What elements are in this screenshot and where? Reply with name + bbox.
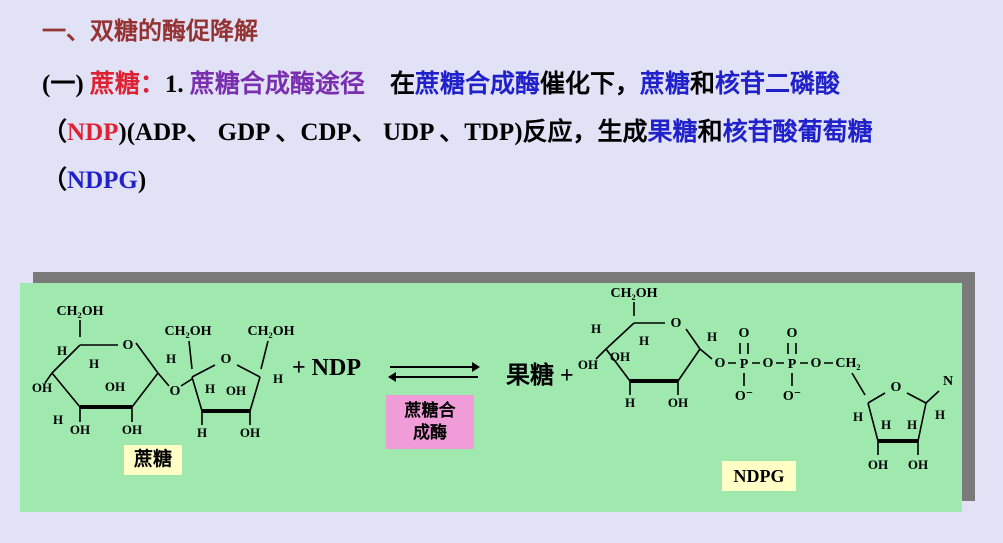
enzyme-name-line1: 蔗糖合	[404, 400, 456, 420]
atom-label-h: H	[197, 425, 207, 440]
term-sucrose-red: 蔗糖：	[89, 71, 165, 98]
atom-label-ring-o: O	[221, 352, 232, 367]
atom-label-h: H	[935, 407, 945, 422]
atom-label-h: H	[881, 417, 891, 432]
text-segment: 和	[690, 71, 716, 98]
text-segment: )(ADP、 GDP 、CDP、 UDP 、TDP)反应，生成	[118, 119, 648, 146]
atom-label-glycosidic-o: O	[170, 384, 181, 399]
ndpg-caption: NDPG	[722, 461, 796, 491]
atom-label-h: H	[57, 343, 67, 358]
body-line-3: （NDPG)	[42, 157, 985, 205]
sucrose-caption: 蔗糖	[124, 445, 182, 475]
term-ndp: NDP	[67, 119, 119, 146]
atom-label-oh: OH	[668, 395, 688, 410]
atom-label-h: H	[907, 417, 917, 432]
enzyme-label-box: 蔗糖合 成酶	[386, 395, 474, 449]
term-nucleoside-diphosphate: 核苷二磷酸	[715, 71, 841, 98]
ndpg-bonds	[595, 302, 940, 455]
atom-label-o: O	[739, 326, 750, 341]
sucrose-structure: CH₂OH O H H OH H OH H OH OH O CH₂OH CH₂O…	[32, 304, 295, 440]
enzyme-name-line2: 成酶	[413, 423, 447, 442]
atom-label-o: O	[811, 356, 822, 371]
atom-label-oh: OH	[610, 349, 630, 364]
atom-label-oh: OH	[122, 422, 142, 437]
term-sucrose: 蔗糖	[639, 71, 690, 98]
atom-label-h: H	[273, 371, 283, 386]
atom-label-o: O	[787, 326, 798, 341]
term-ndpg: NDPG	[67, 167, 138, 194]
term-sucrose-synthase: 蔗糖合成酶	[414, 71, 540, 98]
body-line-1: (一) 蔗糖：1. 蔗糖合成酶途径 在蔗糖合成酶催化下，蔗糖和核苷二磷酸	[42, 61, 985, 109]
section-heading: 一、双糖的酶促降解	[42, 8, 985, 56]
atom-label-oh: OH	[105, 379, 125, 394]
plus-ndp-text: + NDP	[292, 355, 361, 381]
atom-label-h: H	[639, 333, 649, 348]
atom-label-h: H	[707, 329, 717, 344]
sucrose-bonds	[44, 320, 269, 425]
term-fructose: 果糖	[647, 119, 698, 146]
atom-label-o: O	[763, 356, 774, 371]
atom-label-oh: OH	[578, 357, 598, 372]
atom-label-h: H	[625, 395, 635, 410]
text-segment: (一)	[42, 71, 90, 98]
atom-label-o-minus: O⁻	[735, 389, 753, 404]
body-line-2: （NDP)(ADP、 GDP 、CDP、 UDP 、TDP)反应，生成果糖和核苷…	[42, 109, 985, 157]
atom-label-ring-o: O	[891, 380, 902, 395]
atom-label-ring-o: O	[671, 316, 682, 331]
atom-label-oh: OH	[70, 422, 90, 437]
atom-label-oh: OH	[868, 457, 888, 472]
atom-label-h: H	[205, 381, 215, 396]
ndpg-structure: CH₂OH O H H OH H OH H OH O P O O⁻ O P O …	[578, 286, 953, 472]
atom-label-h: H	[853, 409, 863, 424]
equilibrium-arrows-icon	[388, 362, 480, 382]
term-nucleotide-glucose: 核苷酸葡萄糖	[722, 119, 873, 146]
atom-label-o-minus: O⁻	[783, 389, 801, 404]
atom-label-ch2: CH₂	[835, 356, 860, 371]
text-segment: （	[42, 119, 68, 146]
atom-label-ring-o: O	[123, 338, 134, 353]
atom-label-o: O	[715, 356, 726, 371]
atom-label-p: P	[788, 357, 797, 372]
fructose-plus-text: 果糖 +	[506, 363, 574, 389]
atom-label-n: N	[943, 374, 953, 389]
atom-label-ch2oh: CH₂OH	[611, 286, 658, 301]
atom-label-ch2oh: CH₂OH	[165, 324, 212, 339]
atom-label-oh: OH	[240, 425, 260, 440]
text-segment: )	[137, 167, 147, 194]
text-segment: （	[42, 167, 68, 194]
term-sucrose-synthase-pathway: 蔗糖合成酶途径	[189, 71, 365, 98]
reaction-diagram-panel: CH₂OH O H H OH H OH H OH OH O CH₂OH CH₂O…	[20, 283, 962, 512]
text-block: 一、双糖的酶促降解 (一) 蔗糖：1. 蔗糖合成酶途径 在蔗糖合成酶催化下，蔗糖…	[42, 8, 985, 205]
atom-label-oh: OH	[32, 380, 52, 395]
text-segment: 1.	[164, 71, 190, 98]
atom-label-h: H	[166, 351, 176, 366]
atom-label-oh: OH	[226, 383, 246, 398]
atom-label-h: H	[89, 356, 99, 371]
text-segment: 在	[364, 71, 415, 98]
atom-label-h: H	[53, 412, 63, 427]
text-segment: 和	[697, 119, 723, 146]
atom-label-ch2oh: CH₂OH	[248, 324, 295, 339]
atom-label-h: H	[591, 321, 601, 336]
atom-label-oh: OH	[908, 457, 928, 472]
atom-label-p: P	[740, 357, 749, 372]
atom-label-ch2oh: CH₂OH	[57, 304, 104, 319]
text-segment: 催化下，	[539, 71, 640, 98]
section-heading-text: 一、双糖的酶促降解	[42, 19, 258, 45]
